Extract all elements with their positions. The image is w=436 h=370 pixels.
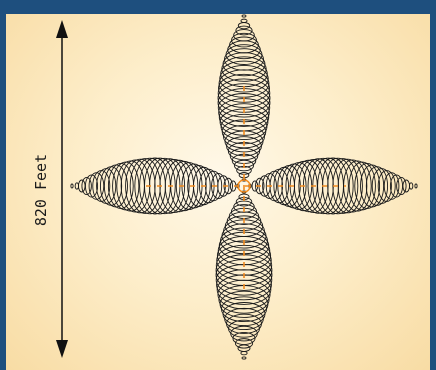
ring [241,14,247,18]
ring [226,313,262,334]
ring [220,113,268,141]
ring [215,259,273,291]
petal-left [70,157,240,215]
ring [396,176,407,196]
ring [365,166,389,206]
ring [224,307,264,331]
ring [231,32,257,48]
ring [414,183,418,189]
ring [221,56,267,82]
dimension-label: 820 Feet [32,154,50,226]
ring [222,302,266,327]
ring [225,44,263,65]
ring [383,172,400,200]
ring [255,177,265,195]
ring [218,73,270,103]
arrow-down-icon [56,340,68,358]
ring [343,160,372,212]
ring [337,159,368,213]
ring [317,157,349,215]
ring [371,168,392,204]
ring [230,325,258,342]
ring [134,157,166,215]
ring [229,36,259,54]
ring [99,166,123,206]
ring [154,158,186,214]
ring [408,182,414,190]
ring [240,350,248,356]
ring [228,319,260,338]
ring [354,162,381,210]
ring [81,176,92,196]
ring [220,296,268,323]
ring [233,29,255,42]
ring [348,161,376,211]
ring [88,172,105,200]
ring [107,162,134,210]
dimension-arrow [56,20,68,358]
ring [216,269,272,301]
ring [103,164,128,208]
ring [219,290,269,318]
ring [235,25,253,36]
ring [377,170,396,202]
arrow-up-icon [56,20,68,38]
ring [241,356,247,360]
ring [125,158,156,214]
ring [217,279,271,310]
ring [240,18,248,23]
ring [96,168,117,204]
center-axis-dashes [146,86,346,290]
ring [219,64,269,93]
ring [92,170,111,202]
ring [327,158,359,214]
petal-right [248,157,418,215]
ring [262,172,277,200]
ring [217,78,271,108]
ring [112,161,140,211]
ring [70,183,74,189]
ring [116,160,145,212]
ring [233,159,255,172]
ring [332,158,363,214]
ring [360,164,385,208]
ring [234,338,254,349]
ring [223,48,265,71]
ring [74,182,80,190]
